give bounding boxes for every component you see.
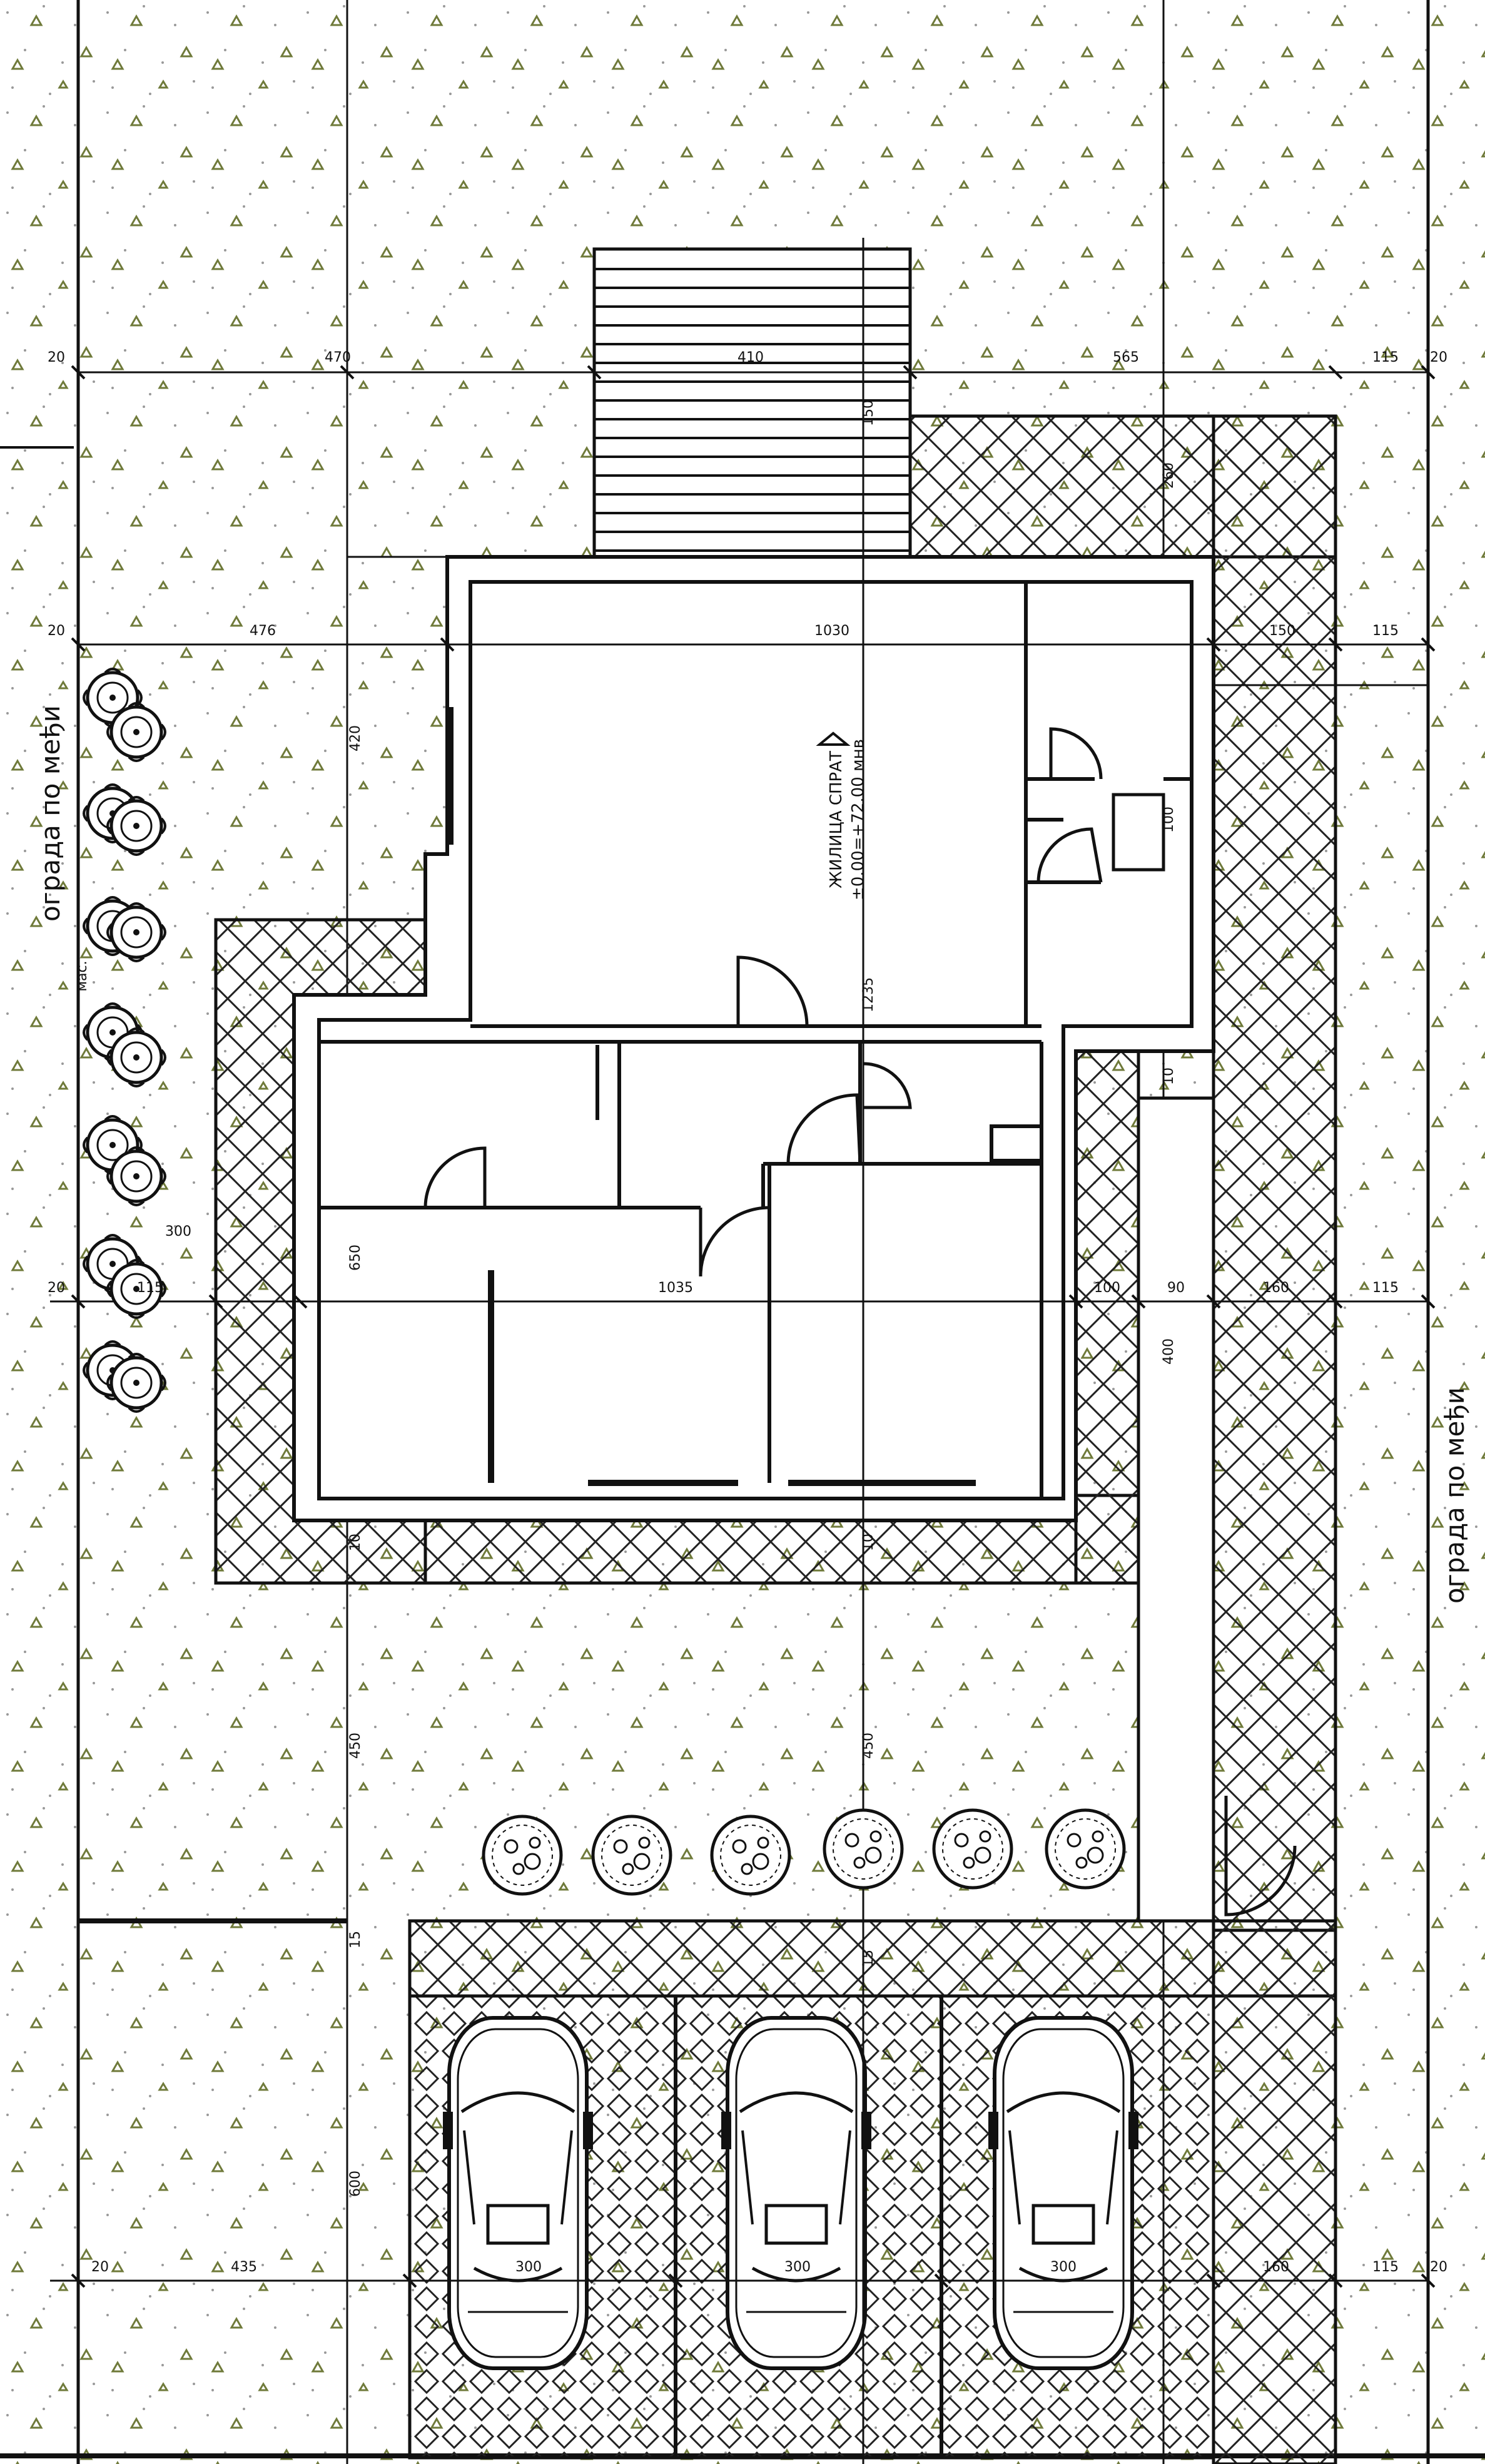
fence-label-left: ограда по међи [35, 705, 66, 922]
svg-text:20: 20 [91, 2259, 109, 2275]
svg-text:100: 100 [1094, 1280, 1120, 1296]
svg-text:100: 100 [1161, 807, 1177, 833]
svg-text:160: 160 [1263, 2259, 1289, 2275]
svg-text:10: 10 [861, 1534, 876, 1551]
car-icon [443, 2018, 593, 2368]
shrub-icon [593, 1816, 671, 1894]
walkway [1137, 1096, 1215, 1923]
svg-text:420: 420 [348, 725, 363, 751]
svg-text:300: 300 [165, 1224, 191, 1240]
svg-text:20: 20 [1430, 2259, 1447, 2275]
room-name: ЖИЛИЦА СПРАТ [827, 751, 846, 888]
svg-text:1030: 1030 [814, 623, 849, 639]
svg-text:20: 20 [48, 1280, 65, 1296]
door-swing-icon [423, 727, 1297, 1917]
shrub-icon [824, 1810, 902, 1888]
svg-text:1235: 1235 [861, 977, 876, 1012]
svg-text:450: 450 [348, 1733, 363, 1759]
svg-text:600: 600 [348, 2171, 363, 2197]
svg-text:115: 115 [1372, 350, 1399, 365]
car-icon [988, 2018, 1138, 2368]
svg-text:20: 20 [1430, 350, 1447, 365]
svg-text:20: 20 [48, 623, 65, 639]
svg-text:115: 115 [137, 1280, 163, 1296]
svg-text:650: 650 [348, 1245, 363, 1271]
shrub-icon [484, 1816, 561, 1894]
svg-text:300: 300 [515, 2259, 542, 2275]
svg-text:15: 15 [348, 1931, 363, 1948]
svg-text:90: 90 [1167, 1280, 1185, 1296]
stair-icon [592, 247, 912, 573]
svg-text:410: 410 [737, 350, 764, 365]
svg-text:20: 20 [48, 350, 65, 365]
svg-text:115: 115 [1372, 1280, 1399, 1296]
svg-text:150: 150 [1269, 623, 1295, 639]
fence-label-right: ограда по међи [1439, 1387, 1470, 1604]
shrub-icon [934, 1810, 1011, 1888]
svg-text:115: 115 [1372, 2259, 1399, 2275]
dimension-labels: 470 410 565 115 476 1030 150 115 300 115… [48, 350, 1447, 2275]
dimension-ticks [71, 365, 1436, 2288]
shrub-icon [1047, 1810, 1124, 1888]
svg-text:450: 450 [861, 1733, 876, 1759]
car-icon [721, 2018, 871, 2368]
svg-text:10: 10 [1161, 1067, 1177, 1085]
svg-text:470: 470 [325, 350, 351, 365]
interior-walls [319, 582, 1192, 1499]
svg-text:15: 15 [861, 1950, 876, 1967]
svg-text:300: 300 [784, 2259, 811, 2275]
fence-label-left-sub: мас. [74, 960, 90, 991]
svg-text:476: 476 [250, 623, 276, 639]
svg-text:160: 160 [1263, 1280, 1289, 1296]
svg-text:565: 565 [1113, 350, 1139, 365]
level-mark: ±0.00=+72.00 мнв [849, 739, 868, 900]
axis-lines [50, 238, 1428, 2464]
svg-text:10: 10 [348, 1534, 363, 1551]
shrub-icon [712, 1816, 789, 1894]
svg-text:300: 300 [1050, 2259, 1077, 2275]
svg-text:260: 260 [1161, 462, 1177, 489]
svg-text:400: 400 [1161, 1338, 1177, 1365]
house-outline [292, 555, 1215, 1522]
svg-text:115: 115 [1372, 623, 1399, 639]
svg-text:1035: 1035 [658, 1280, 693, 1296]
svg-text:435: 435 [231, 2259, 257, 2275]
level-triangle-icon [816, 731, 851, 746]
svg-text:150: 150 [861, 400, 876, 426]
